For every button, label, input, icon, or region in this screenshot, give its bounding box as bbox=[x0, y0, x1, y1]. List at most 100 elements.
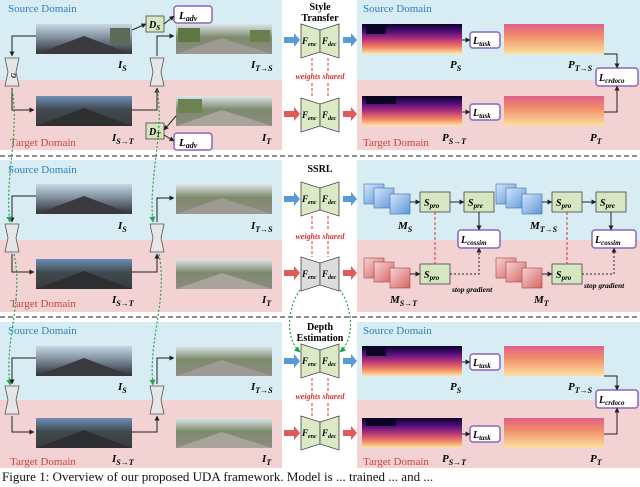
stop-gradient-1: stop gradient bbox=[451, 285, 493, 294]
weights-shared-1: weights shared bbox=[295, 72, 345, 81]
figure-caption: Figure 1: Overview of our proposed UDA f… bbox=[2, 469, 434, 484]
label-I-S-3: IS bbox=[117, 381, 127, 395]
target-domain-label-3r: Target Domain bbox=[363, 456, 429, 468]
weights-shared-bg-1 bbox=[289, 71, 351, 81]
target-domain-label-2: Target Domain bbox=[10, 298, 76, 310]
depth-P-TS-3 bbox=[504, 346, 604, 376]
connector bbox=[9, 357, 36, 385]
green-link-2 bbox=[149, 89, 160, 223]
connector bbox=[604, 53, 620, 69]
label-I-S-1: IS bbox=[117, 59, 127, 73]
weights-shared-bg-2 bbox=[289, 231, 351, 241]
label-I-T-3: IT bbox=[261, 453, 272, 467]
connector bbox=[163, 15, 175, 25]
depth-P-ST-3 bbox=[362, 418, 462, 448]
source-domain-label-3: Source Domain bbox=[8, 325, 77, 337]
image-I-T-3 bbox=[176, 418, 272, 448]
connector bbox=[131, 23, 147, 31]
encoder-decoder-bottom-1: Fenc Fdec bbox=[300, 97, 340, 133]
target-domain-label-1: Target Domain bbox=[10, 137, 76, 149]
arrow-red-1r bbox=[343, 107, 357, 121]
generator-S-to-T-1: G bbox=[4, 57, 20, 87]
connector bbox=[11, 416, 35, 435]
loss-L-adv-bottom bbox=[173, 132, 213, 151]
generator-T-to-S-3 bbox=[149, 385, 165, 415]
title-depth-1: Depth bbox=[307, 322, 334, 333]
generator-S-to-T-3 bbox=[4, 385, 20, 415]
connector bbox=[163, 115, 177, 131]
arrow-red-3 bbox=[284, 426, 300, 440]
source-domain-label-1r: Source Domain bbox=[363, 3, 432, 15]
arrow-blue-2r bbox=[343, 192, 357, 206]
s-pro-box-4: Spro bbox=[551, 263, 583, 285]
image-I-TS-3 bbox=[176, 346, 272, 376]
image-I-T-2 bbox=[176, 259, 272, 289]
depth-P-S-1 bbox=[362, 24, 462, 54]
title-style-transfer-2: Transfer bbox=[301, 13, 339, 24]
arrow-red-1 bbox=[284, 107, 300, 121]
encoder-decoder-bottom-3: Fenc Fdec bbox=[300, 415, 340, 451]
arrow-red-2r bbox=[343, 266, 357, 280]
title-style-transfer-1: Style bbox=[309, 2, 331, 13]
encoder-decoder-top-3: Fenc Fdec bbox=[300, 343, 340, 379]
svg-text:G: G bbox=[10, 73, 18, 78]
image-I-T-1 bbox=[176, 96, 272, 126]
image-I-ST-3 bbox=[36, 418, 132, 448]
arrow-blue-1r bbox=[343, 33, 357, 47]
generator-S-to-T-2 bbox=[4, 223, 20, 253]
label-I-ST-1: IS→T bbox=[111, 132, 135, 146]
arrow-blue-3r bbox=[343, 354, 357, 368]
section-ssrl: IS IT→S IS→T IT SSRL Fenc Fdec Fenc Fdec bbox=[4, 89, 637, 386]
target-domain-label-3: Target Domain bbox=[10, 456, 76, 468]
arrow-red-3r bbox=[343, 426, 357, 440]
connector bbox=[132, 415, 160, 433]
green-link-6 bbox=[339, 289, 351, 353]
image-I-TS-2 bbox=[176, 184, 272, 214]
s-pro-box-1: Spro bbox=[419, 191, 451, 213]
connector bbox=[132, 253, 160, 273]
s-pro-box-3: Spro bbox=[419, 263, 451, 285]
source-domain-label-3r: Source Domain bbox=[363, 325, 432, 337]
depth-P-TS-1 bbox=[504, 24, 604, 54]
label-I-T-2: IT bbox=[261, 294, 272, 308]
s-pre-box-2: Spre bbox=[595, 191, 627, 213]
connector bbox=[156, 33, 175, 56]
connector bbox=[132, 87, 160, 111]
label-P-S-1: PS bbox=[450, 59, 462, 73]
green-link-5 bbox=[289, 289, 301, 353]
connector bbox=[604, 85, 620, 113]
discriminator-D-T bbox=[145, 122, 165, 140]
feature-stack-M-T bbox=[495, 257, 543, 289]
label-P-S-3: PS bbox=[450, 381, 462, 395]
connector bbox=[11, 254, 35, 275]
connector bbox=[9, 35, 36, 57]
depth-P-T-3 bbox=[504, 418, 604, 448]
green-link-3 bbox=[6, 253, 18, 386]
loss-L-adv-top-label: Ladv bbox=[178, 10, 198, 23]
weights-shared-3: weights shared bbox=[295, 392, 345, 401]
loss-L-adv-bottom-label: Ladv bbox=[178, 137, 198, 150]
s-pro-box-2: Spro bbox=[551, 191, 583, 213]
image-I-ST-1 bbox=[36, 96, 132, 126]
arrow-blue-2 bbox=[284, 192, 300, 206]
connector bbox=[9, 195, 36, 223]
depth-P-S-3 bbox=[362, 346, 462, 376]
feature-stack-M-TS bbox=[495, 183, 543, 215]
feature-stack-M-ST bbox=[363, 257, 411, 289]
encoder-decoder-bottom-2: Fenc Fdec bbox=[300, 256, 340, 292]
loss-L-adv-top bbox=[173, 5, 213, 24]
stop-gradient-2: stop gradient bbox=[583, 281, 625, 290]
generator-T-to-S-1 bbox=[149, 57, 165, 87]
encoder-decoder-top-1: Fenc Fdec bbox=[300, 23, 340, 59]
image-I-S-2 bbox=[36, 184, 132, 214]
generator-T-to-S-2 bbox=[149, 223, 165, 253]
target-domain-label-1r: Target Domain bbox=[363, 137, 429, 149]
label-I-S-2: IS bbox=[117, 220, 127, 234]
weights-shared-2: weights shared bbox=[295, 232, 345, 241]
arrow-blue-1 bbox=[284, 33, 300, 47]
image-I-S-3 bbox=[36, 346, 132, 376]
s-pre-box-1: Spre bbox=[463, 191, 495, 213]
section-depth-estimation: IS IT→S IS→T IT Depth Estimation Fenc Fd… bbox=[4, 322, 639, 467]
green-link-4 bbox=[149, 253, 162, 386]
connector bbox=[163, 134, 175, 142]
